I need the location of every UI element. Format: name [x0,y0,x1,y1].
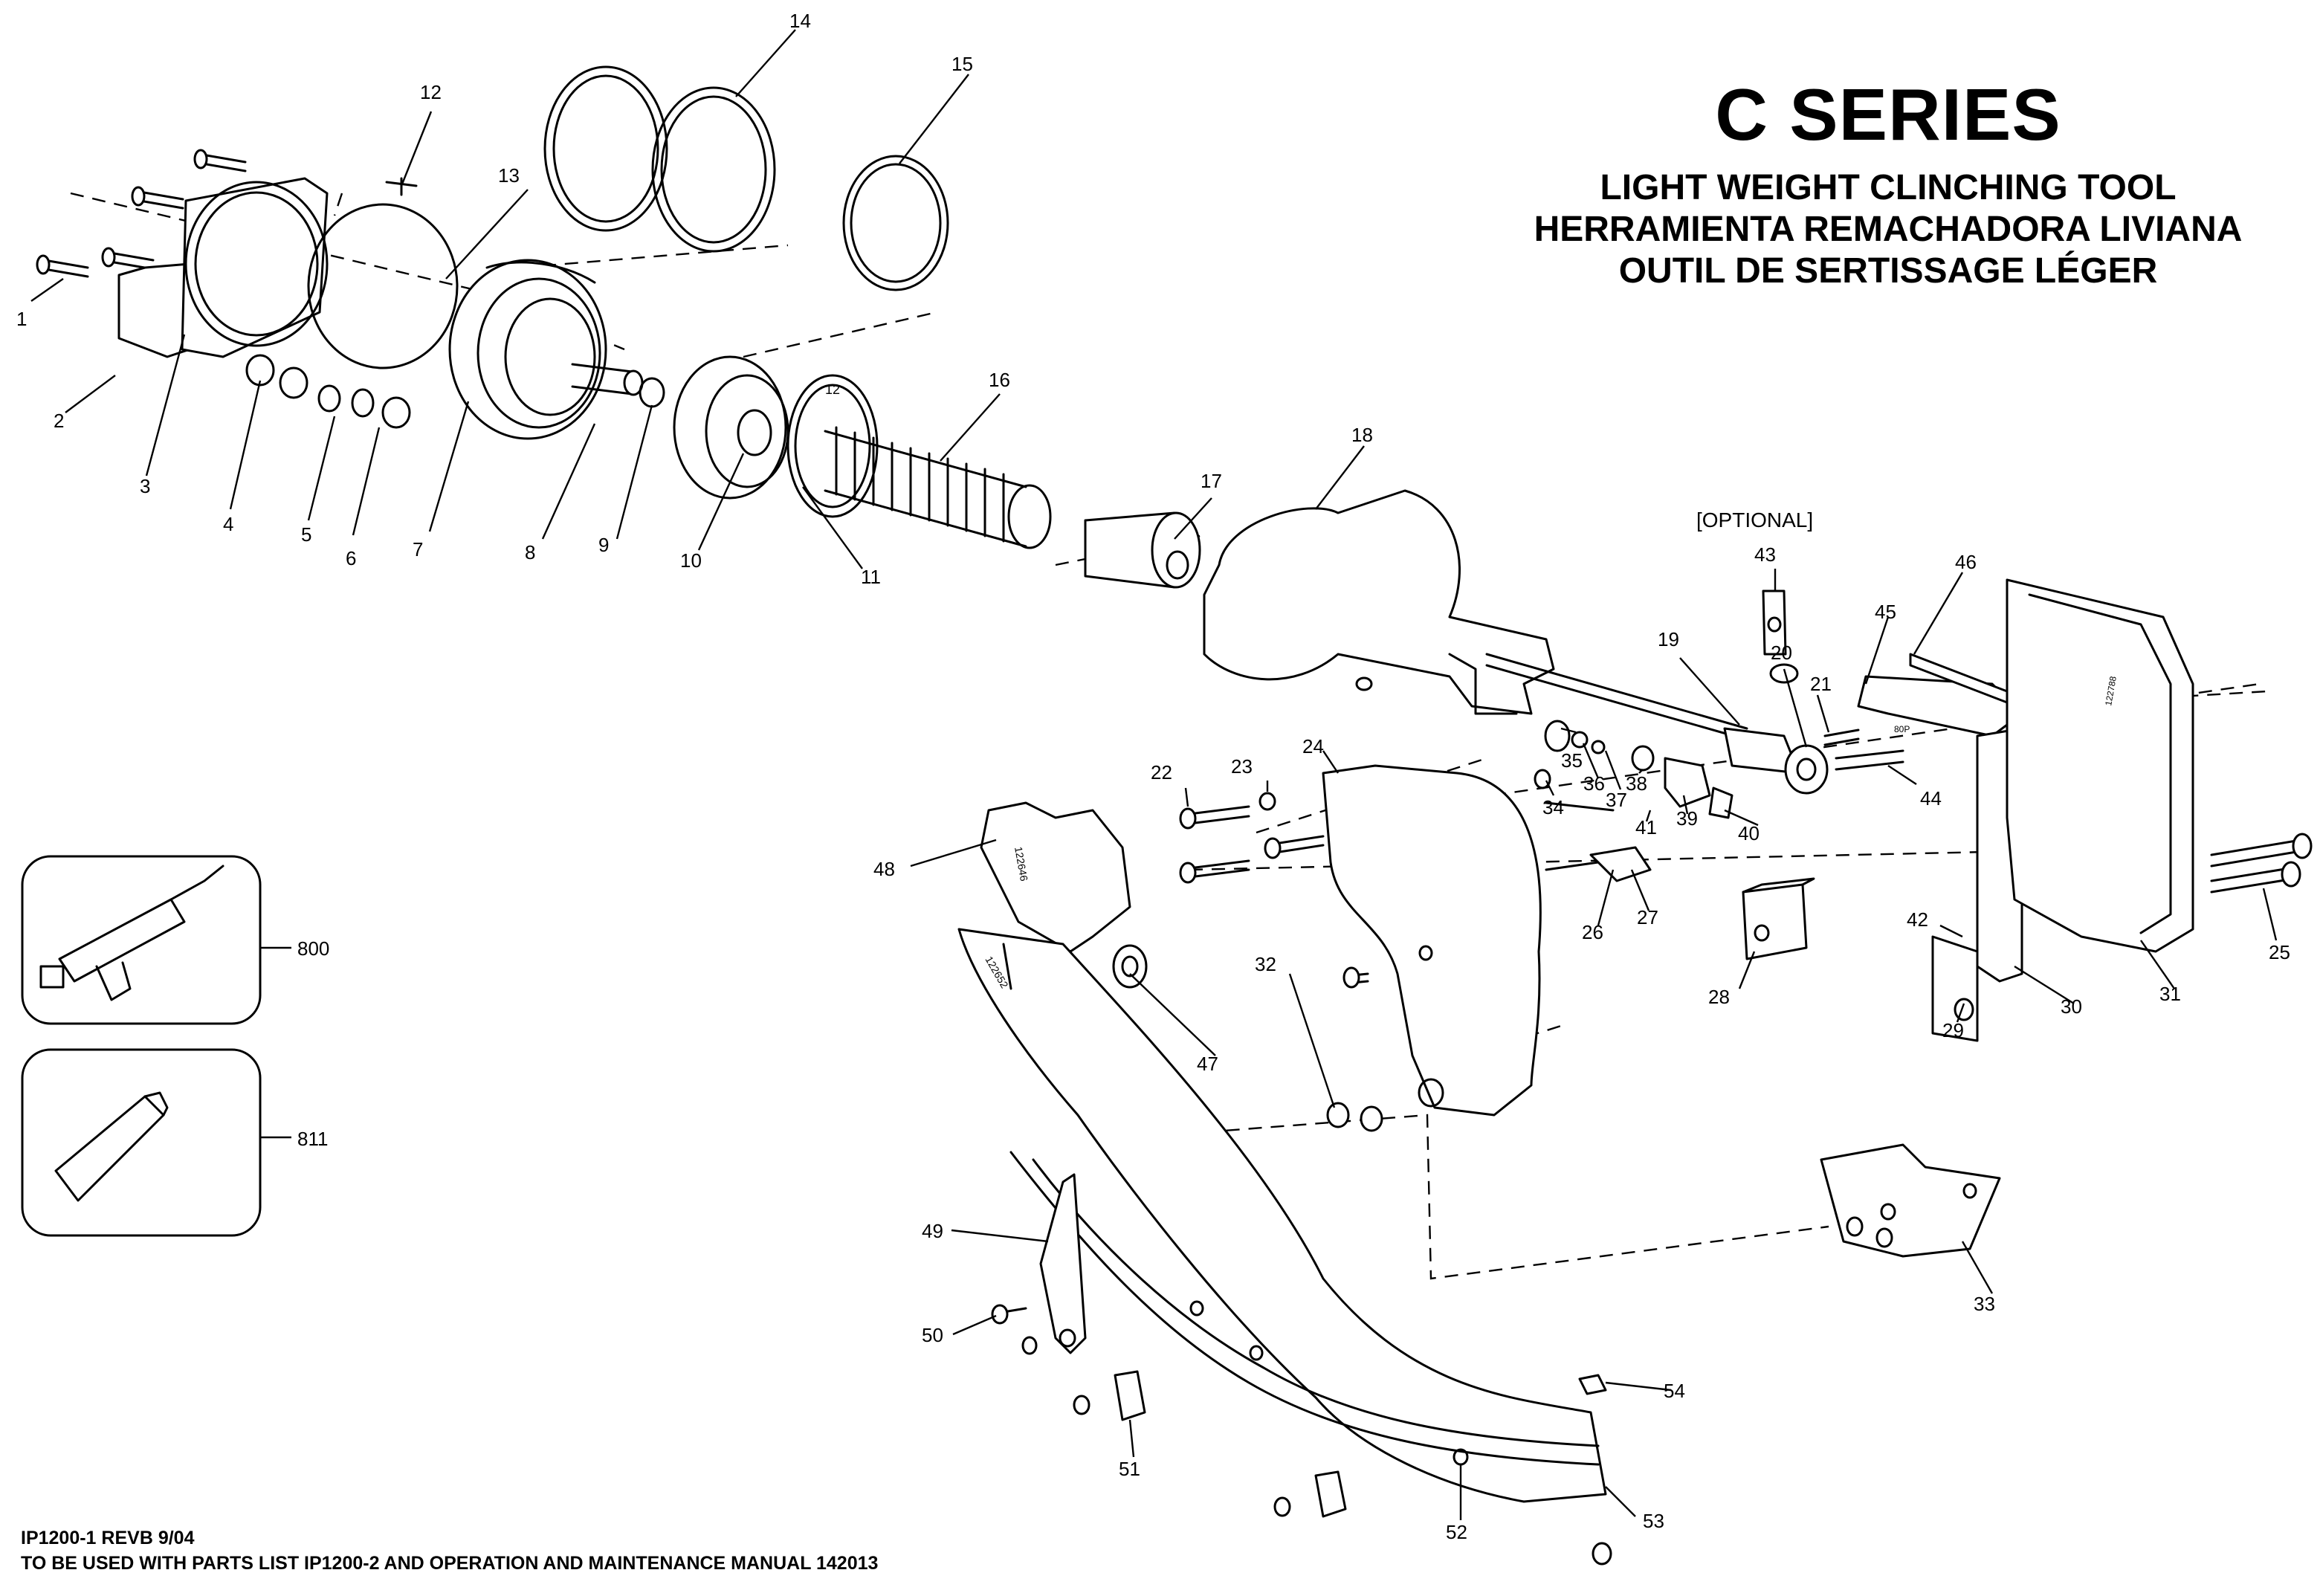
callout-9: 9 [598,534,609,556]
callout-36: 36 [1583,772,1605,795]
block-28 [1742,877,1815,960]
stamp-link: 80P [1894,724,1910,734]
callout-10: 10 [680,549,702,572]
callout-32: 32 [1255,953,1276,975]
callout-24: 24 [1302,735,1324,757]
callout-1: 1 [16,308,27,330]
leader-lines [30,29,2278,1520]
screw-1-group [36,149,247,278]
callout-14: 14 [789,10,811,32]
callout-labels: 1 2 3 4 5 6 7 8 9 10 11 12 13 14 15 16 1… [16,10,2290,1543]
lever-49-and-clips [991,1173,1612,1566]
screws-25 [2210,833,2313,894]
callout-39: 39 [1676,807,1698,830]
callout-25: 25 [2269,941,2290,963]
callout-38: 38 [1626,772,1647,795]
bushing-17 [1084,511,1201,589]
callout-5: 5 [301,523,311,546]
callout-18: 18 [1351,424,1373,446]
callout-22: 22 [1151,761,1172,784]
callout-17: 17 [1201,470,1222,492]
callout-16: 16 [989,369,1010,391]
callout-42: 42 [1907,908,1928,931]
body-24-and-screws [1179,764,1542,1132]
callout-6: 6 [346,547,356,569]
callout-7: 7 [413,538,423,560]
callout-20: 20 [1771,642,1792,664]
cylinder-head-group [117,177,329,358]
callout-19: 19 [1658,628,1679,650]
housing-18 [1203,489,1555,715]
callout-51: 51 [1119,1458,1140,1480]
seal-rings-4-6 [245,177,418,429]
callout-53: 53 [1643,1510,1664,1532]
callout-49: 49 [922,1220,943,1242]
side-plates-42-46 [1857,578,2194,1042]
callout-34: 34 [1542,796,1564,818]
grease-gun-kit-box [21,855,262,1025]
bracket-33 [1820,1143,2001,1258]
callout-50: 50 [922,1324,943,1346]
callout-8: 8 [525,541,535,563]
callout-40: 40 [1738,822,1760,844]
callout-28: 28 [1708,986,1730,1008]
callout-43: 43 [1754,543,1776,566]
stamp-spring-plate: 12 [825,382,840,397]
callout-46: 46 [1955,551,1977,573]
subtitle-french: OUTIL DE SERTISSAGE LÉGER [1618,251,2158,291]
callout-52: 52 [1446,1521,1467,1543]
linkage-19-44 [1485,589,1904,882]
callout-811: 811 [297,1128,328,1150]
callout-45: 45 [1875,601,1896,623]
diagram-subtitles: LIGHT WEIGHT CLINCHING TOOL HERRAMIENTA … [1427,167,2320,292]
callout-15: 15 [951,53,973,75]
callout-2: 2 [54,410,64,432]
piston-assembly-7-8 [448,259,665,440]
callout-26: 26 [1582,921,1603,943]
callout-35: 35 [1561,749,1583,772]
callout-3: 3 [140,475,150,497]
callout-44: 44 [1920,787,1942,810]
callout-41: 41 [1635,816,1657,839]
callout-33: 33 [1974,1293,1995,1315]
callout-11: 11 [861,566,881,588]
callout-4: 4 [223,513,233,535]
callout-13: 13 [498,164,520,187]
footer-revision: IP1200-1 REVB 9/04 [21,1528,195,1548]
callout-27: 27 [1637,906,1658,928]
callout-800: 800 [297,937,329,960]
callout-31: 31 [2159,983,2181,1005]
callout-54: 54 [1664,1380,1685,1402]
piston-10-and-spring-16 [673,355,1052,549]
nose-48-and-jaw-arm [957,801,1607,1503]
subtitle-spanish: HERRAMIENTA REMACHADORA LIVIANA [1534,210,2243,249]
callout-21: 21 [1810,673,1832,695]
callout-47: 47 [1197,1053,1218,1075]
callout-48: 48 [873,858,895,880]
callout-29: 29 [1942,1019,1964,1041]
seal-rings-14-15 [543,65,949,291]
callout-12: 12 [420,81,442,103]
o-ring-13 [307,203,459,369]
stamp-side-plate: 122788 [2103,675,2119,706]
optional-label: [OPTIONAL] [1696,508,1814,532]
grease-tube-kit-box [21,1048,262,1237]
footer-reference: TO BE USED WITH PARTS LIST IP1200-2 AND … [21,1553,879,1574]
callout-23: 23 [1231,755,1253,778]
subtitle-english: LIGHT WEIGHT CLINCHING TOOL [1600,168,2177,207]
callout-37: 37 [1606,789,1627,811]
diagram-title: C SERIES [1715,74,2061,155]
callout-30: 30 [2061,995,2082,1018]
